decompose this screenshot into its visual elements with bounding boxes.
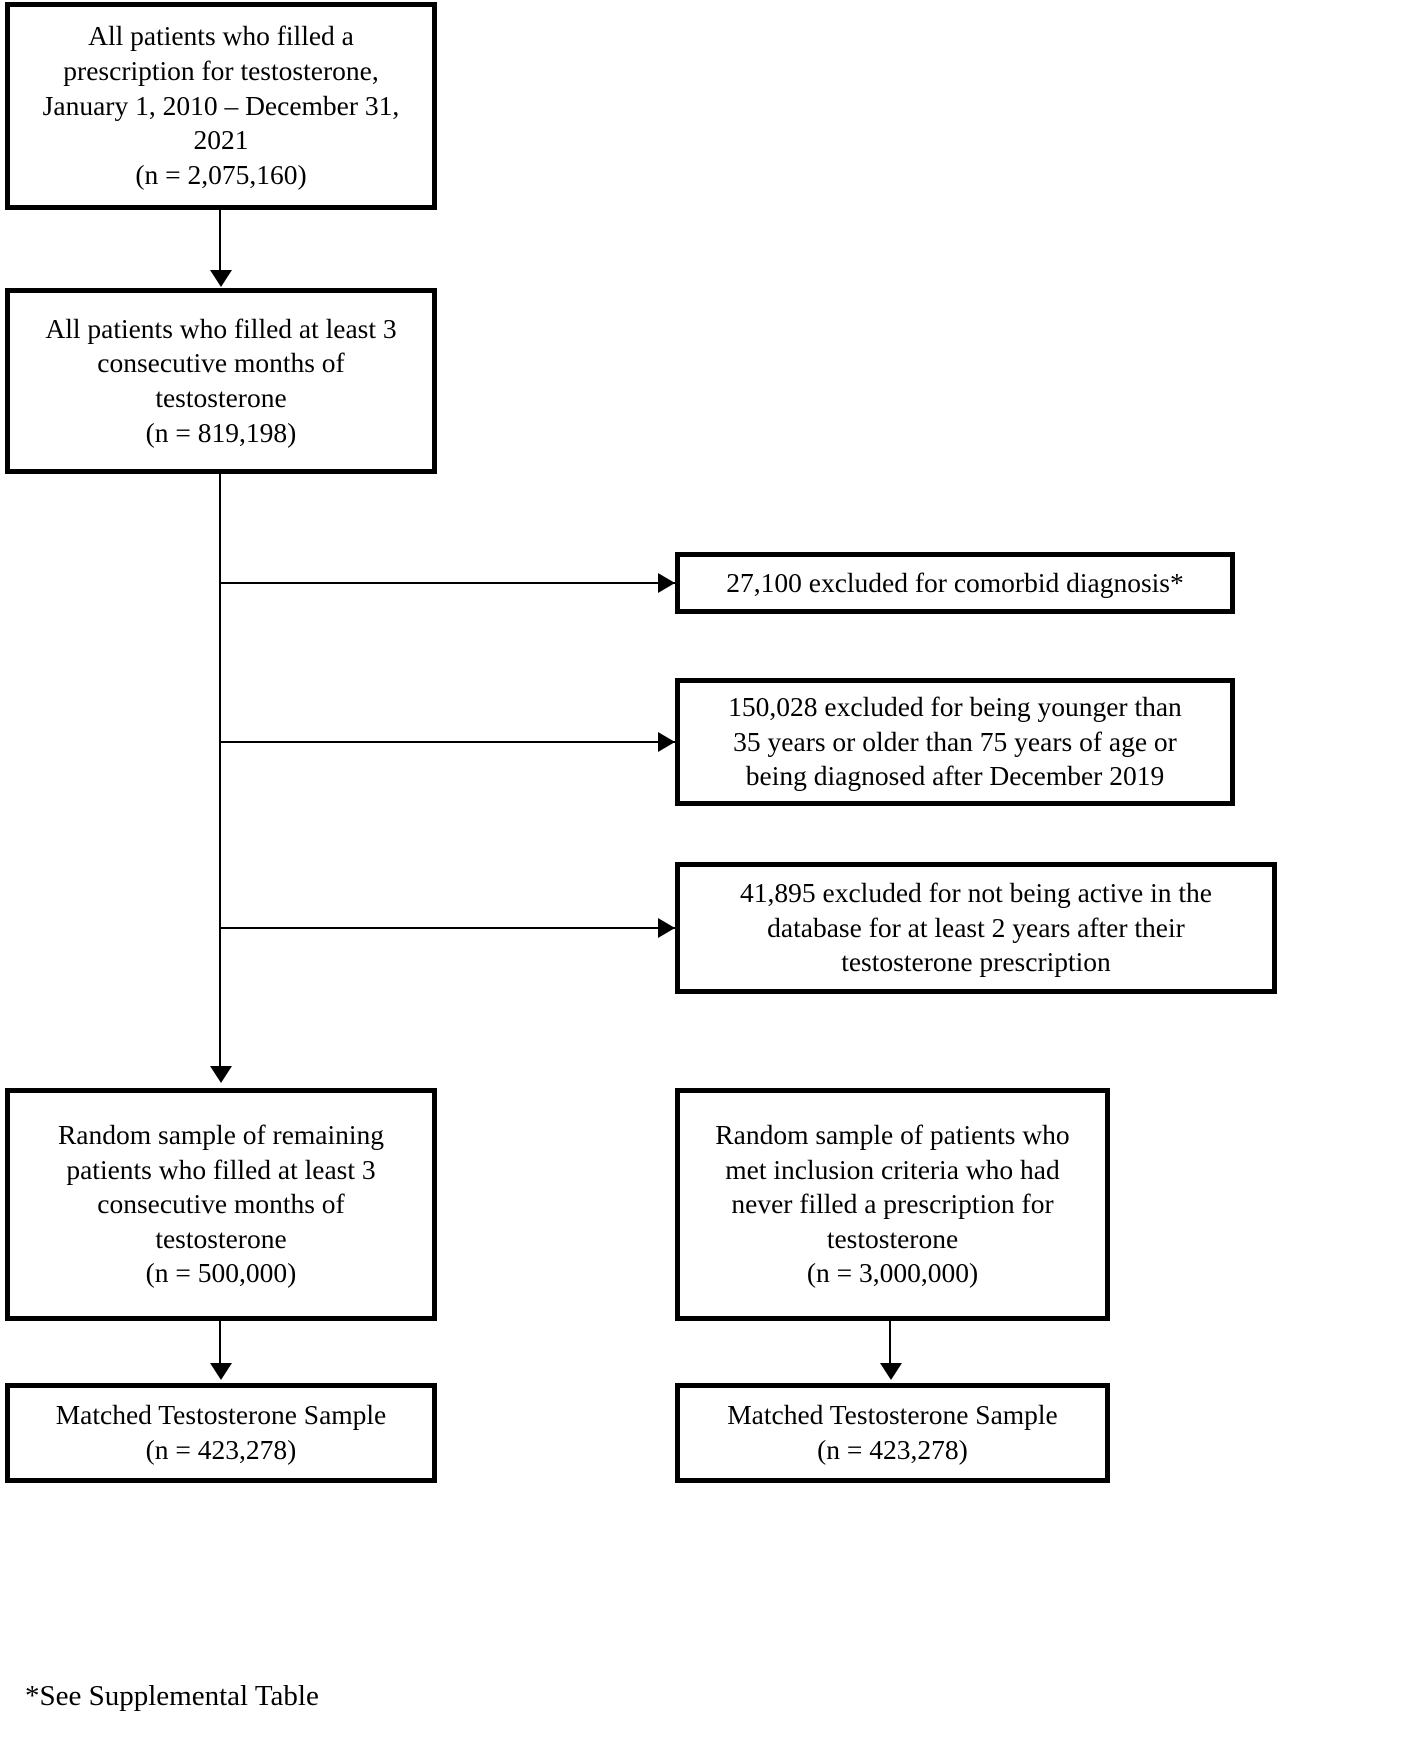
node-exclusion-database-activity: 41,895 excluded for not being active in … [675, 862, 1277, 994]
arrowhead-to-exclusion-3 [658, 918, 675, 938]
footnote: *See Supplemental Table [25, 1680, 319, 1712]
arrowhead-to-exclusion-2 [658, 732, 675, 752]
arrowhead-box1-to-box2 [210, 270, 232, 287]
arrowhead-to-exclusion-1 [658, 573, 675, 593]
connector-control-to-matched-right [889, 1321, 891, 1365]
node-matched-testosterone-sample-right-label: Matched Testosterone Sample(n = 423,278) [727, 1399, 1058, 1465]
arrowhead-control-to-matched-right [880, 1363, 902, 1380]
arrowhead-trunk-to-box3 [210, 1066, 232, 1083]
connector-trunk-box2-to-box3 [219, 474, 221, 1068]
connector-to-exclusion-1 [220, 582, 675, 584]
node-matched-testosterone-sample-right: Matched Testosterone Sample(n = 423,278) [675, 1383, 1110, 1483]
connector-box3-to-matched-left [219, 1321, 221, 1365]
node-exclusion-comorbid-diagnosis-label: 27,100 excluded for comorbid diagnosis* [726, 566, 1184, 598]
node-exclusion-comorbid-diagnosis: 27,100 excluded for comorbid diagnosis* [675, 552, 1235, 614]
connector-to-exclusion-2 [220, 741, 675, 743]
connector-box1-to-box2 [219, 210, 221, 272]
node-matched-testosterone-sample-left: Matched Testosterone Sample(n = 423,278) [5, 1383, 437, 1483]
node-exclusion-database-activity-label: 41,895 excluded for not being active in … [740, 877, 1212, 978]
connector-to-exclusion-3 [220, 927, 675, 929]
arrowhead-box3-to-matched-left [210, 1363, 232, 1380]
node-matched-testosterone-sample-left-label: Matched Testosterone Sample(n = 423,278) [55, 1399, 387, 1465]
